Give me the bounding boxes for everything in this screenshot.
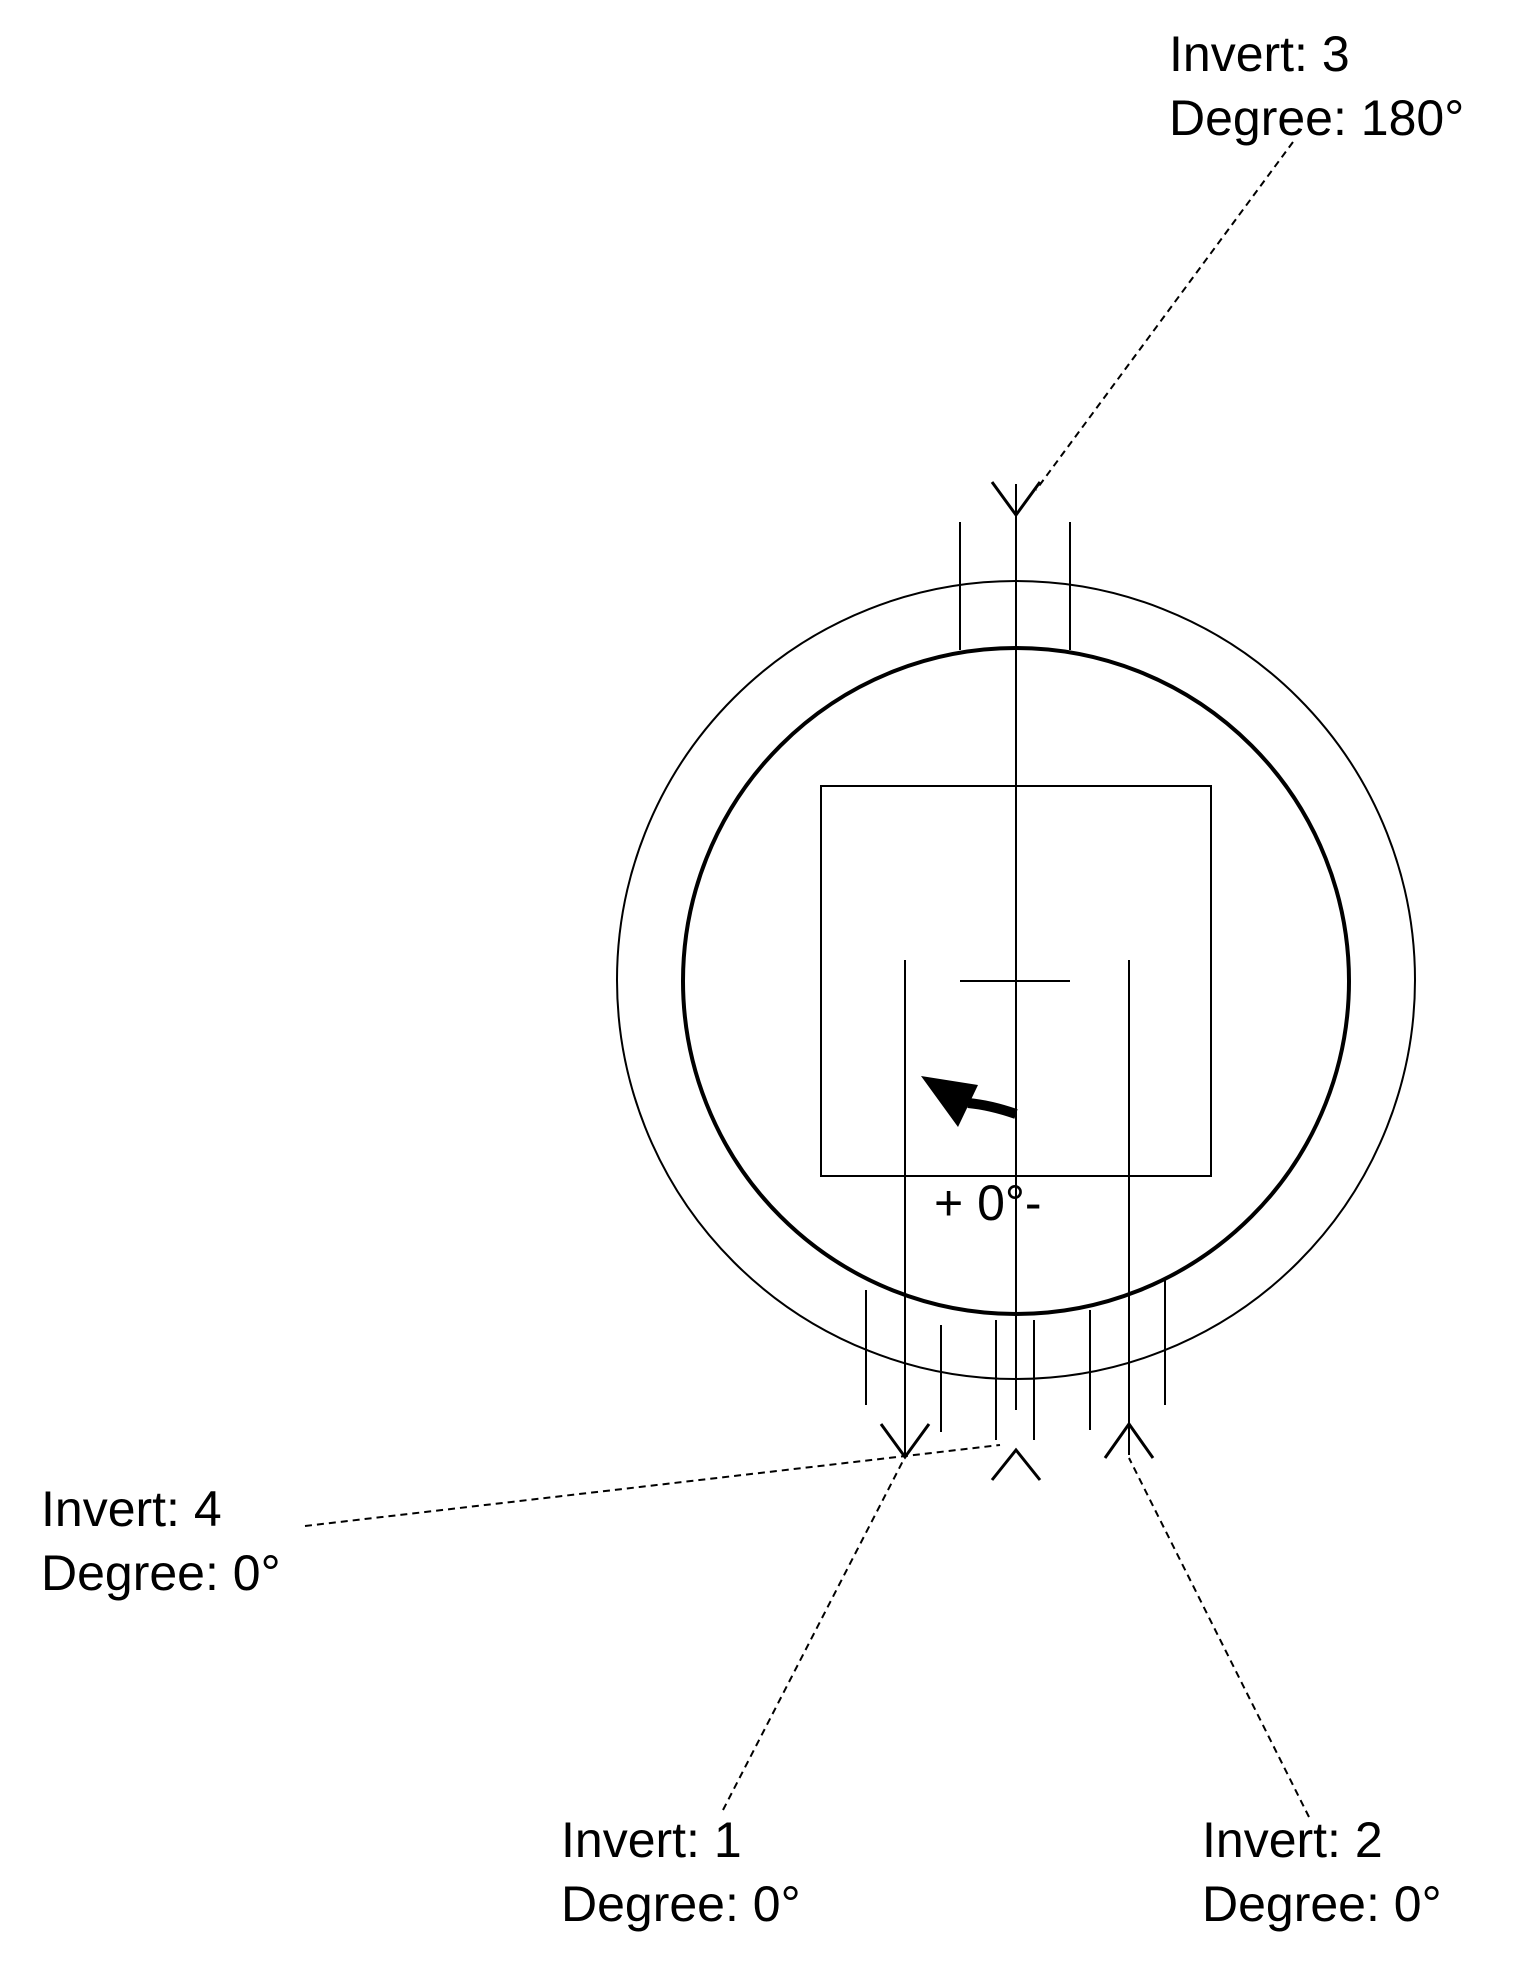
leader-lines — [304, 141, 1310, 1818]
label-invert-1-line1: Invert: 1 — [561, 1812, 742, 1868]
flow-arrow-invert-4 — [990, 1447, 1042, 1481]
pipe-invert-3 — [959, 481, 1071, 1410]
label-invert-3: Invert: 3 Degree: 180° — [1169, 26, 1464, 146]
label-invert-4: Invert: 4 Degree: 0° — [41, 1481, 281, 1601]
leader-invert-3 — [1035, 141, 1294, 491]
label-invert-2: Invert: 2 Degree: 0° — [1202, 1812, 1442, 1932]
label-invert-1: Invert: 1 Degree: 0° — [561, 1812, 801, 1932]
label-invert-1-line2: Degree: 0° — [561, 1876, 801, 1932]
pipe-invert-4 — [990, 1320, 1042, 1481]
label-invert-3-line1: Invert: 3 — [1169, 26, 1350, 82]
label-invert-2-line2: Degree: 0° — [1202, 1876, 1442, 1932]
label-invert-4-line2: Degree: 0° — [41, 1545, 281, 1601]
rotation-arrow-icon — [921, 1076, 1018, 1127]
label-invert-3-line2: Degree: 180° — [1169, 90, 1464, 146]
leader-invert-2 — [1128, 1457, 1310, 1818]
rotation-readout: + 0°- — [934, 1175, 1042, 1231]
flow-arrow-invert-2 — [1103, 1421, 1155, 1459]
leader-invert-4 — [304, 1444, 1001, 1527]
leader-invert-1 — [722, 1456, 906, 1811]
flow-arrow-invert-3 — [990, 481, 1042, 518]
label-invert-4-line1: Invert: 4 — [41, 1481, 222, 1537]
label-invert-2-line1: Invert: 2 — [1202, 1812, 1383, 1868]
pipe-invert-2 — [1089, 960, 1166, 1459]
pipe-invert-1 — [865, 960, 942, 1460]
